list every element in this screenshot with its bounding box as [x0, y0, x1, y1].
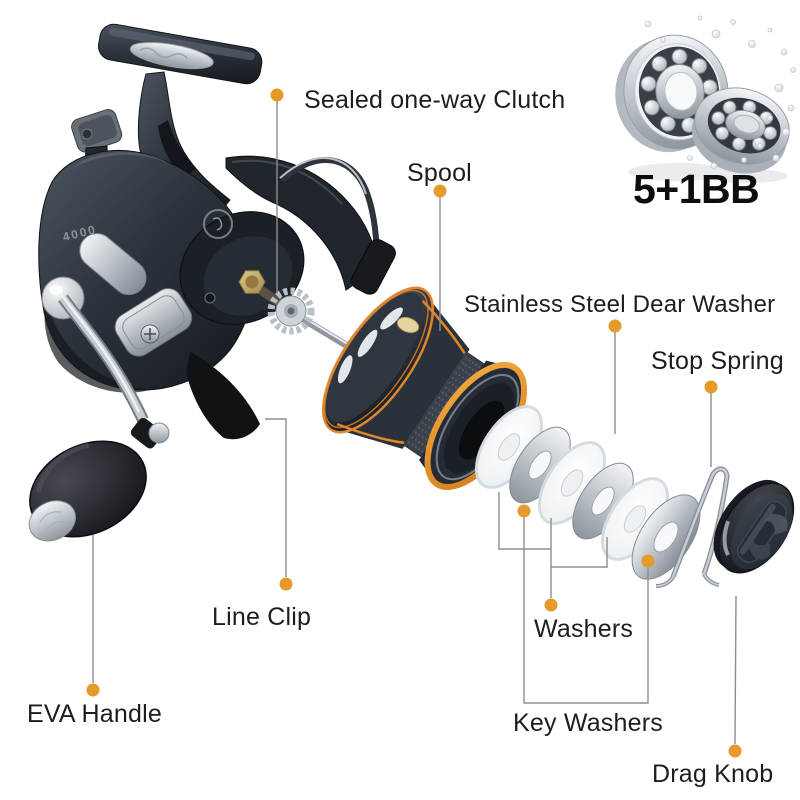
leader-washers-a — [498, 492, 551, 550]
leader-key-washers — [523, 517, 649, 704]
callout-lines — [92, 101, 737, 745]
ball-bearings-art — [615, 15, 796, 183]
crank-handle — [28, 233, 170, 542]
side-plate — [114, 287, 193, 357]
knob-end-cap — [28, 500, 76, 542]
orange-streak — [421, 300, 466, 354]
knob-cap-screw — [148, 422, 170, 444]
bearing-reflection — [628, 163, 788, 183]
pinion-gear — [267, 287, 315, 335]
dot-sealed-clutch — [270, 88, 284, 102]
housing-highlight — [70, 152, 170, 170]
dot-key-washer-left — [517, 504, 531, 518]
label-drag-knob: Drag Knob — [652, 760, 774, 788]
lever-screw — [81, 128, 93, 140]
callout-dots — [86, 88, 742, 758]
knob-rim-glint — [722, 520, 730, 557]
dot-spool — [433, 184, 447, 198]
spool-slots — [337, 307, 403, 384]
label-key-washers: Key Washers — [513, 709, 663, 737]
line-clip-pad — [396, 316, 420, 334]
water-droplets — [644, 15, 796, 170]
bearing-count-badge: 5+1BB — [633, 166, 760, 212]
label-stainless-steel-dear-washer: Stainless Steel Dear Washer — [464, 291, 776, 318]
rotor-skirt — [186, 352, 260, 440]
dot-washers — [544, 598, 558, 612]
dot-eva-handle — [86, 683, 100, 697]
label-spool: Spool — [407, 159, 472, 187]
leader-washers-b — [551, 537, 608, 568]
washer-stack — [474, 405, 701, 580]
brand-script-mark — [139, 47, 189, 59]
leader-drag-knob — [734, 595, 737, 745]
stem-cutout — [158, 120, 196, 180]
dot-dear-washer — [608, 319, 622, 333]
housing-shadow — [44, 300, 150, 393]
bearing-balls — [640, 48, 718, 133]
label-stop-spring: Stop Spring — [651, 347, 784, 375]
bearing-small — [691, 87, 790, 174]
bail-holder — [351, 239, 396, 295]
rotor-screw — [204, 292, 216, 304]
dot-line-clip — [279, 577, 293, 591]
label-line-clip: Line Clip — [212, 603, 312, 631]
bail-arm — [279, 157, 396, 295]
rotor-emblem — [203, 209, 233, 239]
label-eva-handle: EVA Handle — [27, 700, 162, 728]
leader-line-clip — [265, 418, 287, 577]
dot-key-washer-right — [641, 554, 655, 568]
orange-streak — [336, 422, 405, 445]
eva-knob — [28, 440, 147, 542]
dot-drag-knob — [728, 744, 742, 758]
label-washers: Washers — [534, 615, 634, 643]
reel-foot — [98, 23, 263, 85]
reel-body-group: 4000 — [28, 23, 396, 542]
drag-knob-art — [713, 479, 795, 574]
dot-stop-spring — [704, 380, 718, 394]
label-sealed-one-way-clutch: Sealed one-way Clutch — [304, 86, 566, 114]
spool-bore — [458, 400, 505, 460]
